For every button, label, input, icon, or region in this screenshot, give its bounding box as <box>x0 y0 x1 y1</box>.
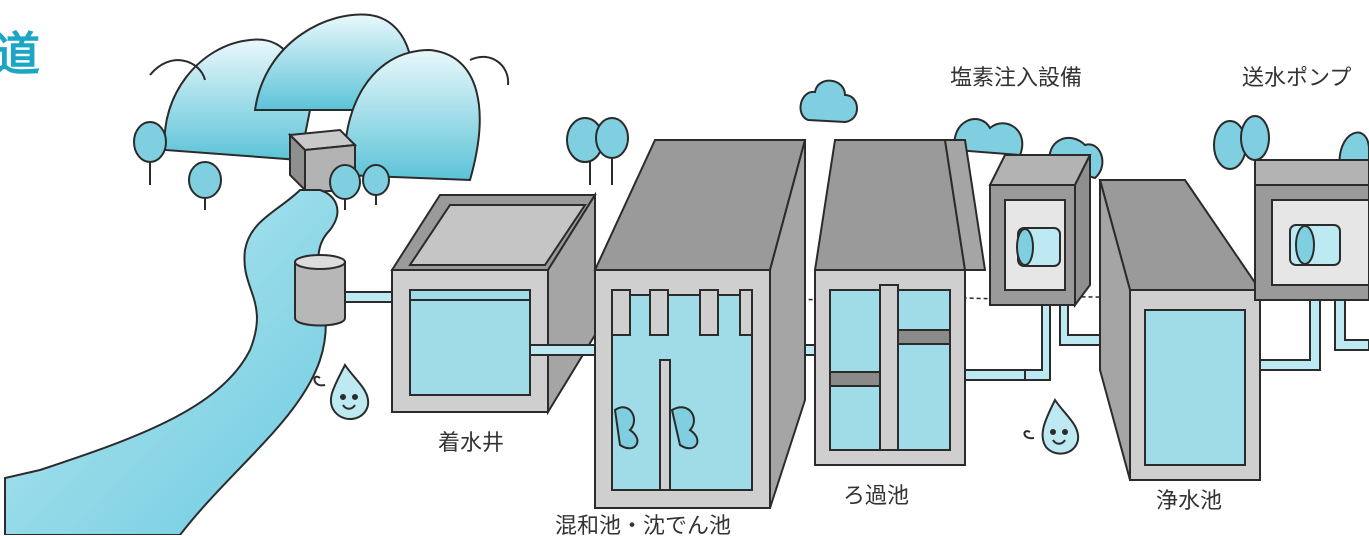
receiving-well <box>390 191 597 416</box>
river <box>4 189 339 535</box>
transmission-pump <box>1254 159 1369 301</box>
water-drop-character <box>1023 398 1080 455</box>
mixing-sedimentation-basin <box>593 139 807 509</box>
title-fragment: 道 <box>0 27 40 81</box>
label-chlorine-injection: 塩素注入設備 <box>950 66 1083 91</box>
intake-pipe <box>344 291 393 303</box>
chlorine-injection-equipment <box>988 154 1092 308</box>
clear-water-reservoir <box>1098 179 1262 481</box>
mountains <box>149 13 510 182</box>
label-clear-water-reservoir: 浄水池 <box>1156 489 1223 514</box>
filtration-basin <box>813 139 987 466</box>
label-filtration-basin: ろ過池 <box>843 484 910 509</box>
label-transmission-pump: 送水ポンプ <box>1242 66 1352 91</box>
intake-tower <box>294 254 346 327</box>
label-mixing-sedimentation: 混和池・沈でん池 <box>555 514 732 539</box>
label-receiving-well: 着水井 <box>438 431 505 456</box>
trees <box>133 79 1369 210</box>
water-drop-character <box>313 363 370 421</box>
